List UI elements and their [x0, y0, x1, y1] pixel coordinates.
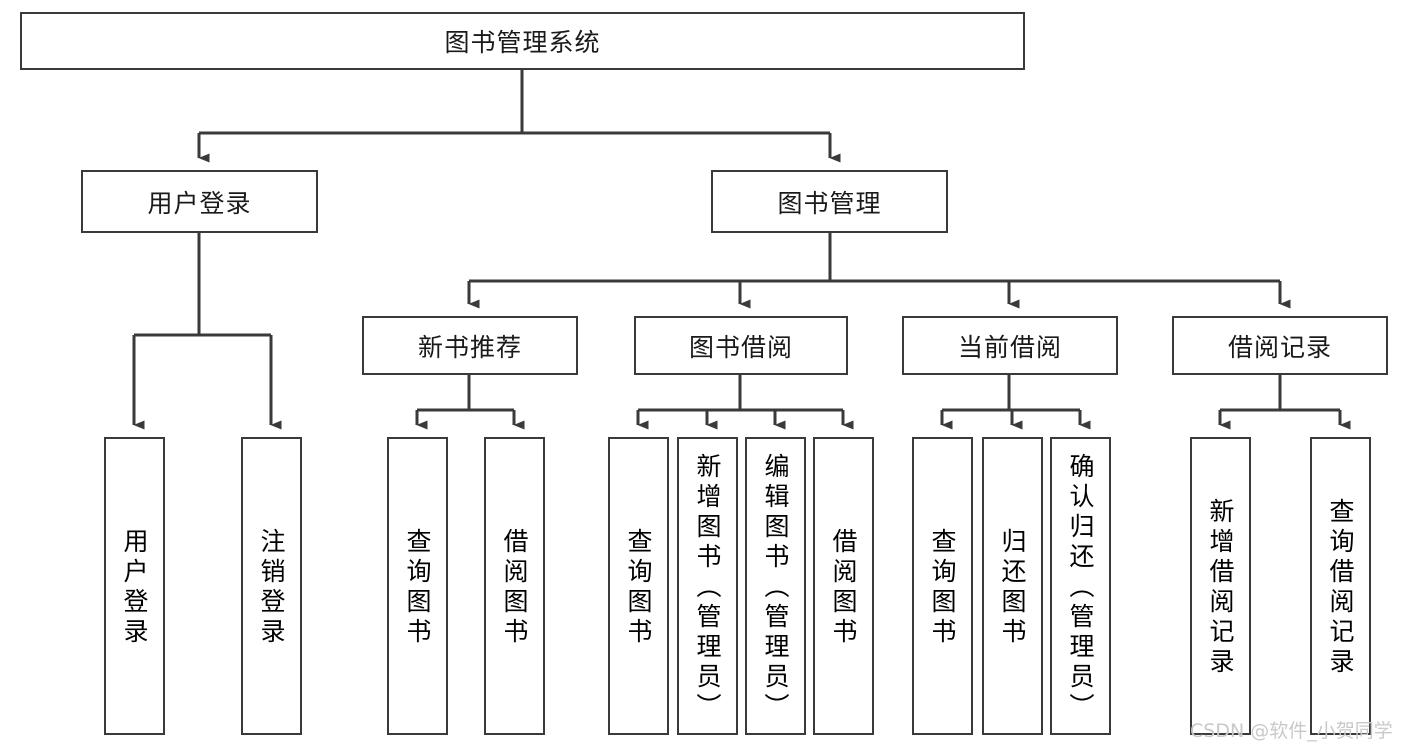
leaf-label: 用户登录: [120, 528, 149, 648]
node-root[interactable]: 图书管理系统: [20, 12, 1025, 70]
leaf-node[interactable]: 归还图书: [982, 437, 1043, 735]
node-new-book-recommend-label: 新书推荐: [417, 332, 522, 362]
leaf-label: 归还图书: [998, 528, 1027, 648]
node-book-management[interactable]: 图书管理: [711, 170, 948, 233]
leaf-node[interactable]: 编辑图书（管理员）: [745, 437, 806, 735]
leaf-label: 查询图书: [403, 528, 432, 648]
leaf-label: 借阅图书: [829, 528, 858, 648]
leaf-label: 查询借阅记录: [1326, 498, 1355, 678]
leaf-label: 确认归还（管理员）: [1066, 453, 1095, 723]
leaf-node[interactable]: 新增借阅记录: [1190, 437, 1251, 735]
leaf-label: 新增图书（管理员）: [693, 453, 722, 723]
node-current-borrow[interactable]: 当前借阅: [902, 316, 1118, 375]
leaf-node[interactable]: 查询图书: [912, 437, 973, 735]
node-book-borrow[interactable]: 图书借阅: [634, 316, 848, 375]
leaf-label: 编辑图书（管理员）: [761, 453, 790, 723]
node-new-book-recommend[interactable]: 新书推荐: [362, 316, 578, 375]
leaf-label: 查询图书: [624, 528, 653, 648]
watermark: CSDN @软件_小贺同学: [1190, 720, 1393, 742]
node-root-label: 图书管理系统: [444, 28, 601, 57]
node-borrow-record[interactable]: 借阅记录: [1172, 316, 1388, 375]
leaf-label: 注销登录: [257, 528, 286, 648]
leaf-node[interactable]: 注销登录: [241, 437, 302, 735]
node-borrow-record-label: 借阅记录: [1227, 332, 1332, 362]
leaf-node[interactable]: 查询图书: [608, 437, 669, 735]
node-book-management-label: 图书管理: [777, 188, 882, 218]
leaf-node[interactable]: 确认归还（管理员）: [1050, 437, 1111, 735]
node-current-borrow-label: 当前借阅: [957, 332, 1062, 362]
leaf-node[interactable]: 借阅图书: [813, 437, 874, 735]
leaf-node[interactable]: 查询图书: [387, 437, 448, 735]
leaf-label: 借阅图书: [500, 528, 529, 648]
leaf-node[interactable]: 用户登录: [104, 437, 165, 735]
leaf-node[interactable]: 借阅图书: [484, 437, 545, 735]
leaf-label: 新增借阅记录: [1206, 498, 1235, 678]
node-book-borrow-label: 图书借阅: [688, 332, 793, 362]
leaf-node[interactable]: 查询借阅记录: [1310, 437, 1371, 735]
node-user-login[interactable]: 用户登录: [81, 170, 318, 233]
leaf-label: 查询图书: [928, 528, 957, 648]
leaf-node[interactable]: 新增图书（管理员）: [677, 437, 738, 735]
node-user-login-label: 用户登录: [147, 188, 252, 218]
